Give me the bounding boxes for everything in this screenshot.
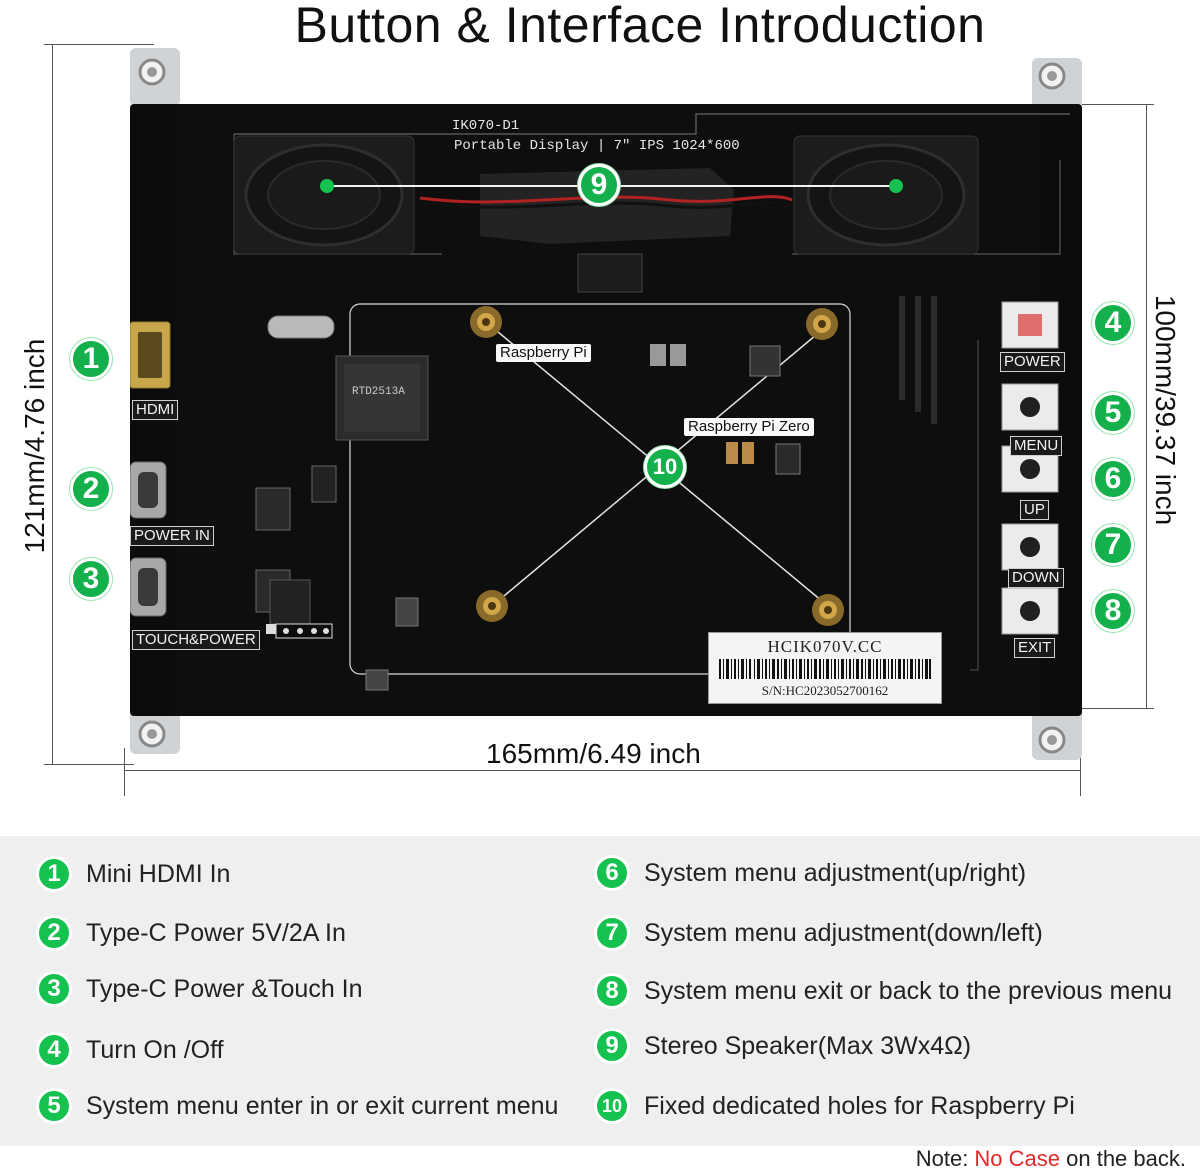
serial-sticker: HCIK070V.CC [708, 632, 942, 704]
exit-button-label: EXIT [1014, 638, 1056, 658]
legend-text: Type-C Power 5V/2A In [86, 918, 346, 947]
width-dimension-tick-left [124, 748, 125, 796]
width-dimension-tick-right [1080, 748, 1081, 796]
menu-button-label: MENU [1010, 436, 1063, 456]
callout-badge-6: 6 [1092, 458, 1134, 500]
raspberry-pi-label: Raspberry Pi [496, 344, 591, 362]
legend-text: Turn On /Off [86, 1035, 224, 1064]
legend-badge: 3 [36, 971, 72, 1007]
inner-height-dimension-label: 100mm/39.37 inch [1150, 294, 1181, 526]
legend-text: Mini HDMI In [86, 859, 231, 888]
legend-item-8: 8 System menu exit or back to the previo… [594, 971, 1172, 1011]
serial-sticker-code: HCIK070V.CC [767, 637, 883, 656]
legend-item-5: 5 System menu enter in or exit current m… [36, 1086, 558, 1126]
raspberry-pi-zero-label: Raspberry Pi Zero [684, 418, 814, 436]
height-dimension-tick-bottom [44, 764, 134, 765]
legend-item-1: 1 Mini HDMI In [36, 854, 230, 894]
legend-item-10: 10 Fixed dedicated holes for Raspberry P… [594, 1086, 1075, 1126]
power-button-label: POWER [1000, 352, 1065, 372]
callout-badge-1: 1 [70, 338, 112, 380]
note-prefix: Note: [915, 1146, 975, 1171]
height-dimension-tick-top [44, 44, 154, 45]
legend-item-4: 4 Turn On /Off [36, 1030, 224, 1070]
callout-badge-7: 7 [1092, 524, 1134, 566]
legend-badge: 8 [594, 973, 630, 1009]
power-in-port-label: POWER IN [130, 526, 214, 546]
barcode-icon [719, 659, 931, 679]
hdmi-port-label: HDMI [132, 400, 179, 420]
callout-badge-10: 10 [644, 446, 686, 488]
width-dimension-line [124, 770, 1080, 771]
legend-item-2: 2 Type-C Power 5V/2A In [36, 913, 346, 953]
legend-badge: 7 [594, 915, 630, 951]
height-dimension-line [52, 44, 53, 764]
up-button-label: UP [1020, 500, 1049, 520]
legend-badge: 4 [36, 1032, 72, 1068]
note-text: Note: No Case on the back. [916, 1146, 1186, 1172]
callout-badge-8: 8 [1092, 590, 1134, 632]
legend-item-9: 9 Stereo Speaker(Max 3Wx4Ω) [594, 1026, 971, 1066]
callout-badge-4: 4 [1092, 302, 1134, 344]
legend-text: System menu exit or back to the previous… [644, 976, 1173, 1005]
legend-text: Type-C Power &Touch In [86, 974, 363, 1003]
pcb-illustration [130, 48, 1082, 760]
callout-badge-2: 2 [70, 468, 112, 510]
legend-text: Fixed dedicated holes for Raspberry Pi [644, 1091, 1075, 1120]
callout-badge-9: 9 [578, 164, 620, 206]
legend-badge: 6 [594, 855, 630, 891]
width-dimension-label: 165mm/6.49 inch [486, 738, 701, 769]
legend-badge: 9 [594, 1028, 630, 1064]
model-number-text: IK070-D1 [452, 118, 520, 134]
legend-item-3: 3 Type-C Power &Touch In [36, 969, 363, 1009]
legend-text: System menu enter in or exit current men… [86, 1091, 559, 1120]
legend-text: System menu adjustment(up/right) [644, 858, 1027, 887]
legend-item-7: 7 System menu adjustment(down/left) [594, 913, 1043, 953]
legend-text: Stereo Speaker(Max 3Wx4Ω) [644, 1031, 972, 1060]
chip-marking: RTD2513A [352, 386, 405, 398]
page-title: Button & Interface Introduction [294, 0, 986, 53]
note-suffix: on the back. [1060, 1146, 1186, 1171]
legend-badge: 1 [36, 856, 72, 892]
legend-item-6: 6 System menu adjustment(up/right) [594, 853, 1026, 893]
inner-height-dimension-line [1146, 104, 1147, 708]
inner-height-dimension-tick-top [1080, 104, 1154, 105]
pcb-board: IK070-D1 Portable Display | 7" IPS 1024*… [130, 40, 1082, 760]
down-button-label: DOWN [1008, 568, 1064, 588]
height-dimension-label: 121mm/4.76 inch [19, 338, 50, 554]
callout-badge-5: 5 [1092, 392, 1134, 434]
inner-height-dimension-tick-bottom [1080, 708, 1154, 709]
callout-badge-3: 3 [70, 558, 112, 600]
serial-number-text: S/N:HC2023052700162 [761, 683, 889, 698]
touch-power-port-label: TOUCH&POWER [132, 630, 260, 650]
legend-text: System menu adjustment(down/left) [644, 918, 1043, 947]
note-highlight: No Case [974, 1146, 1061, 1171]
legend-badge: 10 [594, 1088, 630, 1124]
legend-panel: 1 Mini HDMI In 2 Type-C Power 5V/2A In 3… [0, 836, 1200, 1146]
legend-badge: 2 [36, 915, 72, 951]
legend-badge: 5 [36, 1088, 72, 1124]
model-spec-text: Portable Display | 7" IPS 1024*600 [454, 138, 740, 154]
